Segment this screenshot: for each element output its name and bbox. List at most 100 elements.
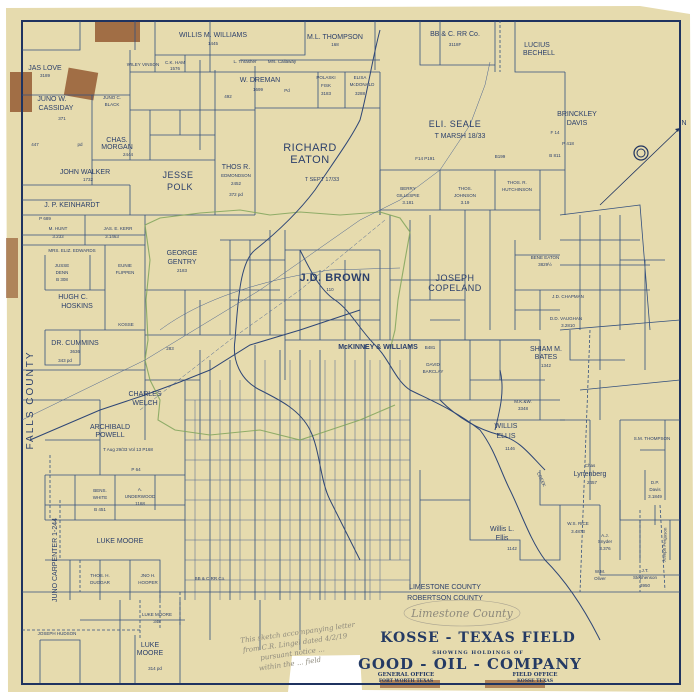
tract-label: W.S. RICE — [567, 521, 589, 526]
tape-stain — [6, 238, 18, 298]
pipeline — [139, 219, 386, 411]
tract-number: 1168 — [135, 501, 145, 506]
tract-number: 3829½ — [538, 261, 552, 267]
tract-label: Snyder — [598, 539, 613, 544]
tract-label: ELLIS — [496, 433, 515, 440]
paper-sheet — [6, 6, 694, 692]
tract-number: P 64 — [131, 467, 141, 472]
tract-label: THOS. H. — [90, 573, 110, 578]
limestone-county-label: LIMESTONE COUNTY — [409, 584, 481, 591]
tract-number: 3118F — [449, 42, 462, 47]
tract-label: DAVID — [426, 362, 440, 367]
tract-number: 447 — [31, 142, 39, 147]
tract-label: JOHNSON — [454, 193, 476, 198]
tract-label: D.D. VAUGHAN — [550, 316, 582, 321]
tract-label: DENN — [56, 270, 69, 275]
tract-label: DUGGAR — [90, 580, 111, 585]
tract-label: Lynenberg — [574, 471, 607, 478]
tract-label: POLK — [167, 182, 193, 192]
tract-number: 3348 — [518, 406, 529, 411]
tract-label: JESSE — [162, 170, 193, 180]
tract-number: B 308 — [56, 277, 68, 282]
tract-label: JOSEPH HUDSON — [38, 631, 77, 636]
tract-number: 3.181 — [402, 200, 414, 205]
tract-number: 3.233 — [52, 234, 64, 239]
compass-rose: N — [599, 120, 687, 206]
tract-label: BARCLAY — [423, 369, 444, 374]
tract-number: 1142 — [507, 546, 517, 551]
tract-label: BATES — [535, 354, 558, 361]
tract-label: WELCH — [132, 400, 157, 407]
tract-number: 1576 — [170, 66, 181, 71]
tract-label: POWELL — [95, 432, 124, 439]
tract-label: Ellis — [496, 535, 509, 542]
tract-label: LUKE MOORE — [142, 612, 172, 617]
tract-number: 2452 — [231, 181, 242, 186]
creek-label: CREEK — [536, 471, 547, 487]
tract-number: 1146 — [505, 446, 515, 451]
tract-number: 343 pd — [58, 358, 72, 363]
tract-date: T Aug 29/33 Vol 13 P168 — [103, 447, 153, 452]
tract-number: 372 pd — [229, 192, 243, 197]
pencil-county-note: Limestone County — [410, 607, 513, 620]
road — [29, 309, 361, 441]
tract-number: 1732 — [83, 177, 94, 182]
tape-stain — [95, 20, 140, 42]
tract-number: 3.1849 — [648, 494, 662, 499]
tract-number: B 811 — [549, 153, 561, 158]
tract-number: 3.1463 — [105, 234, 119, 239]
creek — [233, 29, 381, 561]
tract-number: F14 P191 — [415, 156, 435, 161]
tract-label: M.K.&W. — [514, 399, 532, 404]
tract-label: C.K. HAM — [165, 60, 185, 65]
tract-label: THOS. — [458, 186, 472, 191]
creek — [439, 369, 546, 471]
tract-number: 1699 — [253, 87, 264, 92]
tract-label: ELISA — [354, 75, 367, 80]
tract-label: ELI. SEALE — [429, 119, 482, 129]
tract-number: 3189 — [40, 73, 51, 78]
tract-label: L. Thrasher — [234, 59, 257, 64]
tract-label: A. — [138, 487, 142, 492]
map-border — [21, 20, 681, 685]
tract-number: 3288 — [355, 91, 366, 96]
tract-label: A.J. — [601, 533, 609, 538]
tract-label: JNO H. — [141, 573, 156, 578]
tract-number: 283 — [166, 346, 174, 351]
tract-label: BB & C RR Co. — [195, 576, 226, 581]
tract-label: FLIPPEN — [116, 270, 135, 275]
creek — [299, 249, 601, 641]
tract-label: JUNO W. — [37, 96, 66, 103]
tract-label: Oliver — [594, 576, 606, 581]
tract-label: BENE EATON — [531, 255, 560, 260]
tract-label: T MARSH 18/33 — [435, 133, 486, 140]
title-block: KOSSE - TEXAS FIELD SHOWING HOLDINGS OF … — [358, 630, 581, 684]
tract-label: BRINCKLEY — [557, 111, 597, 118]
title-line1: KOSSE - TEXAS FIELD — [380, 630, 576, 646]
tract-number: F 14 — [550, 130, 560, 135]
tract-label: EDMONDSON — [221, 173, 251, 178]
tract-label: Chas — [585, 463, 596, 468]
general-office-city: FORT WORTH TEXAS — [379, 678, 433, 684]
tract-label: FISK — [321, 83, 331, 88]
tract-number: 3183 — [321, 91, 332, 96]
tract-number: B 451 — [94, 507, 106, 512]
tract-label: BERRY — [400, 186, 415, 191]
field-office-city: KOSSE TEXAS — [517, 678, 553, 684]
tract-label: GENTRY — [167, 259, 196, 266]
tract-number: 3.2810 — [561, 323, 575, 328]
tract-label: D.P. — [651, 480, 659, 485]
tract-number: Pd — [284, 88, 290, 93]
tract-label: HOOPER — [138, 580, 158, 585]
title-line2: SHOWING HOLDINGS OF — [432, 650, 524, 656]
tract-label: Mrs. Callaway — [268, 59, 297, 64]
tract-label: EATON — [290, 154, 329, 166]
tract-label: MRS. ELIZ. EDWARDS — [48, 248, 95, 253]
tract-label: Willis L. — [490, 526, 514, 533]
tract-label: JAS. E. KERR — [104, 226, 134, 231]
tract-label: JUSSE — [55, 263, 70, 268]
tract-number: 314 pd — [148, 666, 162, 671]
tract-label: Stephenson — [633, 575, 658, 580]
tract-number: 348 — [153, 619, 161, 624]
